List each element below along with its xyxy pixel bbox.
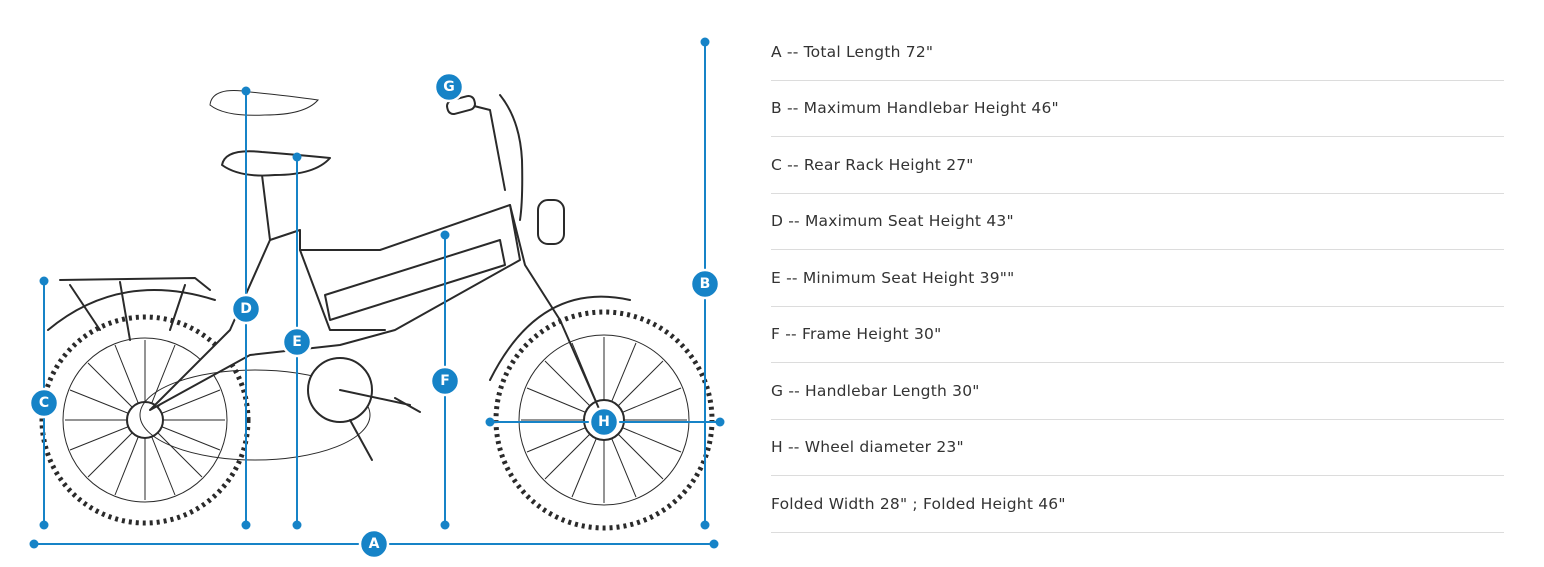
brake-cable [499, 94, 524, 221]
badge-c: C [28, 387, 60, 419]
badge-e: E [281, 326, 313, 358]
front-fender [489, 295, 631, 381]
crank-pedal [339, 389, 421, 413]
svg-text:A: A [369, 536, 380, 552]
bike-dimension-diagram: A B C D E F G H [28, 37, 725, 560]
rear-rim [62, 337, 228, 503]
spec-list: A -- Total Length 72" B -- Maximum Handl… [771, 24, 1504, 533]
spec-item-total-length: A -- Total Length 72" [771, 24, 1504, 81]
front-rim [518, 334, 690, 506]
spec-item-folded-size: Folded Width 28" ; Folded Height 46" [771, 476, 1504, 533]
battery-pack [324, 239, 506, 321]
front-tire [493, 309, 715, 531]
svg-text:G: G [443, 79, 455, 95]
seat-raised-outline [209, 90, 319, 116]
spec-item-wheel-diameter: H -- Wheel diameter 23" [771, 420, 1504, 476]
svg-text:B: B [700, 276, 711, 292]
badge-g: G [433, 71, 465, 103]
seat [221, 150, 331, 177]
spec-item-frame-height: F -- Frame Height 30" [771, 307, 1504, 363]
badge-b: B [689, 268, 721, 300]
rear-fender [47, 289, 216, 331]
spec-item-handlebar-length: G -- Handlebar Length 30" [771, 363, 1504, 420]
badge-a: A [358, 528, 390, 560]
spec-item-min-seat-height: E -- Minimum Seat Height 39"" [771, 250, 1504, 307]
spec-item-max-handlebar-height: B -- Maximum Handlebar Height 46" [771, 81, 1504, 137]
handlebar-stem [469, 104, 506, 191]
front-fork [509, 204, 605, 421]
badge-h: H [588, 406, 620, 438]
rear-hub [126, 401, 164, 439]
svg-text:F: F [440, 373, 450, 389]
svg-text:E: E [292, 334, 302, 350]
svg-text:C: C [39, 395, 49, 411]
spec-item-rear-rack-height: C -- Rear Rack Height 27" [771, 137, 1504, 194]
badge-f: F [429, 365, 461, 397]
kickstand [349, 419, 373, 461]
spec-item-max-seat-height: D -- Maximum Seat Height 43" [771, 194, 1504, 250]
badge-d: D [230, 293, 262, 325]
seat-post [261, 174, 271, 241]
frame-tube [299, 249, 386, 331]
headlight [537, 199, 565, 245]
svg-text:H: H [598, 414, 610, 430]
svg-text:D: D [240, 301, 252, 317]
rear-tire [39, 314, 251, 526]
chain [139, 369, 371, 461]
dimension-badges: A B C D E F G H [28, 71, 721, 560]
rear-rack [59, 277, 211, 341]
bike-illustration [39, 90, 715, 531]
